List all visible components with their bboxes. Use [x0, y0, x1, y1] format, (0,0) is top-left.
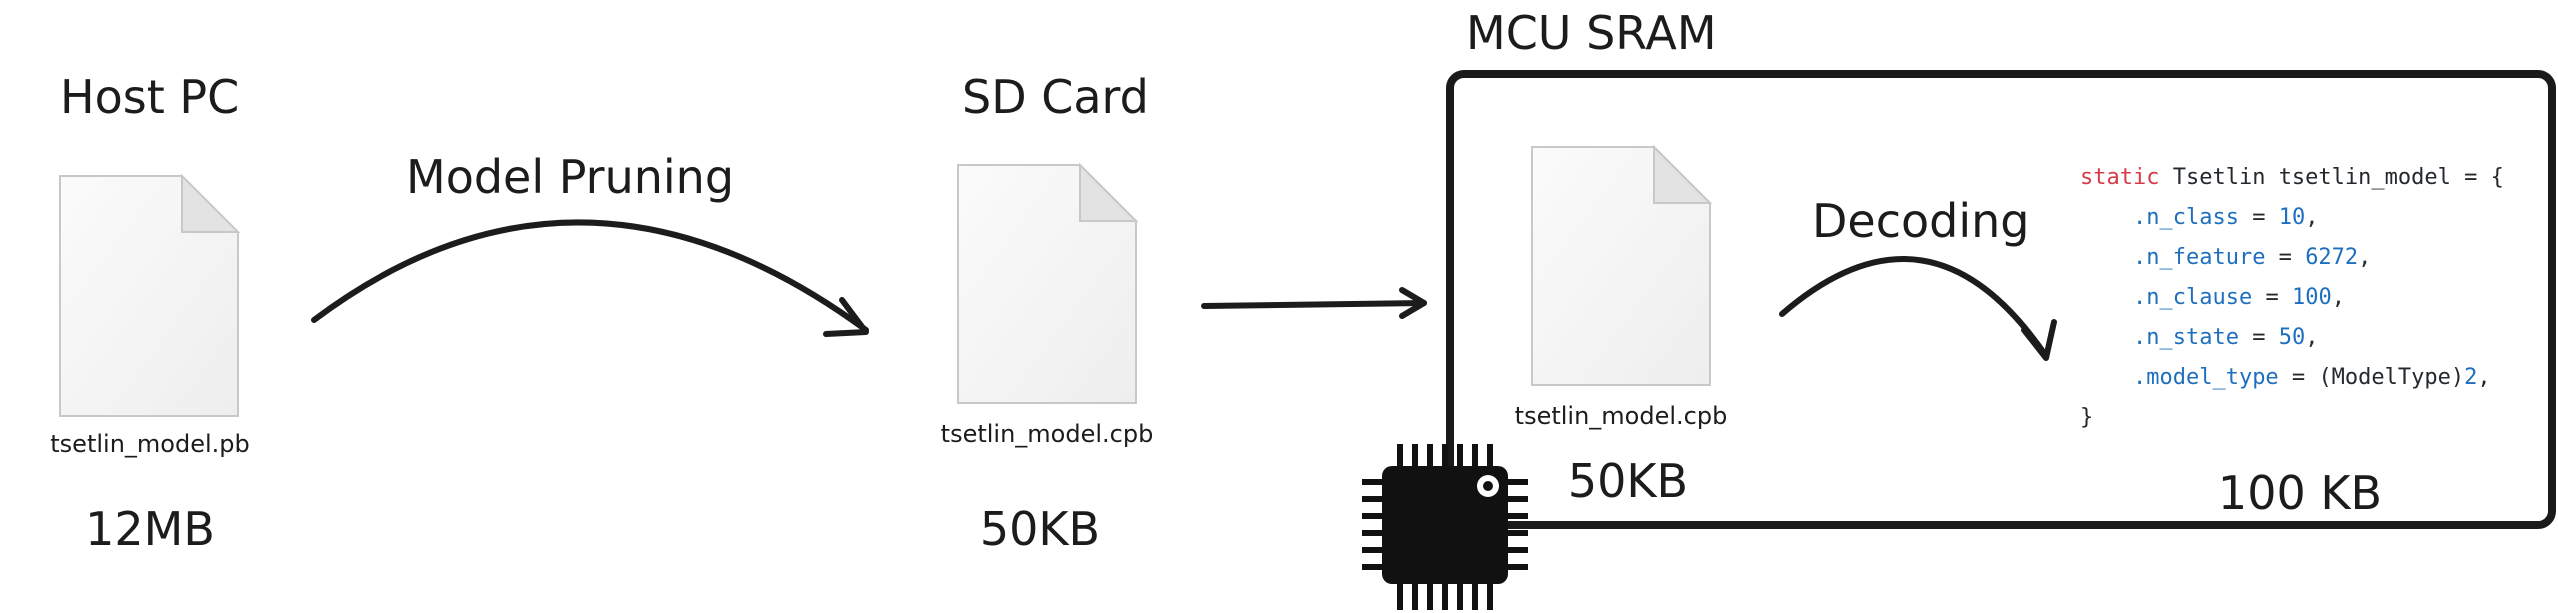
- code-value: 2: [2464, 365, 2478, 390]
- decoding-label: Decoding: [1812, 194, 2030, 248]
- file-icon: [59, 173, 241, 417]
- code-cast: (ModelType): [2318, 365, 2465, 390]
- code-declaration: Tsetlin tsetlin_model = {: [2159, 165, 2504, 190]
- mcu-sram-box: [1446, 70, 2556, 529]
- pruning-arrowhead: [823, 297, 869, 337]
- code-field: .n_state: [2132, 325, 2239, 350]
- sd-card-title: SD Card: [962, 70, 1149, 124]
- sd-file-size: 50KB: [979, 502, 1101, 556]
- transfer-arrow: [1201, 300, 1427, 309]
- code-field: .n_clause: [2132, 285, 2253, 310]
- code-field: .model_type: [2132, 365, 2279, 390]
- host-file-label: tsetlin_model.pb: [50, 430, 250, 458]
- code-value: 10: [2278, 205, 2306, 230]
- code-value: 100: [2291, 285, 2332, 310]
- transfer-arrowhead: [1399, 287, 1427, 319]
- code-close-brace: }: [2080, 405, 2094, 430]
- decoded-size: 100 KB: [2217, 466, 2383, 520]
- model-pruning-label: Model Pruning: [406, 150, 735, 204]
- code-value: 6272: [2305, 245, 2359, 270]
- mcu-file-label: tsetlin_model.cpb: [1514, 402, 1728, 430]
- code-value: 50: [2278, 325, 2306, 350]
- code-field: .n_class: [2132, 205, 2239, 230]
- decoding-arrowhead: [2021, 319, 2057, 361]
- mcu-sram-title: MCU SRAM: [1466, 6, 1717, 60]
- host-file-size: 12MB: [85, 502, 215, 556]
- host-pc-title: Host PC: [60, 70, 240, 124]
- code-keyword: static: [2080, 165, 2160, 190]
- code-field: .n_feature: [2132, 245, 2266, 270]
- sd-file-label: tsetlin_model.cpb: [940, 420, 1154, 448]
- mcu-file-size: 50KB: [1567, 454, 1689, 508]
- pruning-arrow: [311, 219, 869, 333]
- file-icon: [1531, 144, 1713, 386]
- microchip-icon: [1362, 444, 1528, 610]
- decoded-struct-code: static Tsetlin tsetlin_model = { .n_clas…: [2080, 165, 2504, 430]
- file-icon: [957, 162, 1139, 404]
- decoding-arrow: [1779, 256, 2049, 359]
